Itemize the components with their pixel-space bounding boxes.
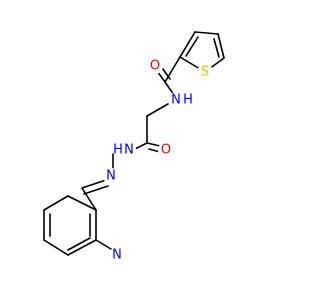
bond-carbonyl-thiophene xyxy=(164,56,181,83)
bond-amide-n-ch2 xyxy=(146,103,169,117)
bond-thiophene-double-1 xyxy=(185,36,199,57)
bond-imine-1 xyxy=(81,179,107,189)
atom-label-o2: O xyxy=(161,143,171,158)
atom-N2: N H xyxy=(113,140,136,160)
bond-pyridine-c5-c4 xyxy=(43,195,69,211)
atom-label-n3: N xyxy=(106,169,116,184)
bonds xyxy=(43,31,225,256)
atom-label-n2: N xyxy=(124,143,134,158)
bond-thiophene-double-2 xyxy=(213,38,220,58)
atom-N1: N H xyxy=(168,92,193,108)
atom-label-n2-h: H xyxy=(113,143,123,158)
bond-thiophene-c2-c3 xyxy=(179,31,196,58)
atom-O2: O xyxy=(158,142,174,158)
bond-thiophene-c4-c5 xyxy=(217,33,225,59)
bond-carbonyl2-oxygen-1 xyxy=(146,142,161,147)
atom-O1: O xyxy=(147,58,163,74)
atom-N4: N xyxy=(109,247,125,263)
atom-label-n1-h: H xyxy=(183,93,193,108)
bond-thiophene-c3-c4 xyxy=(194,31,219,35)
structure-canvas: O S N H O N H N N xyxy=(43,31,225,263)
bond-methine-pyridine xyxy=(81,187,97,211)
bond-pyridine-double-3 xyxy=(67,237,91,251)
molecule-structure: O S N H O N H N N xyxy=(43,31,225,263)
atom-label-o1: O xyxy=(150,59,160,74)
atom-labels: O S N H O N H N N xyxy=(103,58,213,263)
atom-N3: N xyxy=(103,168,119,184)
atom-label-s1: S xyxy=(201,65,209,80)
bond-pyridine-c4-c3 xyxy=(67,195,97,211)
bond-pyridine-c2-c1 xyxy=(67,239,97,256)
atom-S1: S xyxy=(197,64,213,80)
atom-label-n1: N xyxy=(171,93,181,108)
bond-imine-2 xyxy=(83,185,109,195)
atom-label-n4: N xyxy=(112,248,122,263)
bond-pyridine-c1-c6 xyxy=(43,239,69,256)
